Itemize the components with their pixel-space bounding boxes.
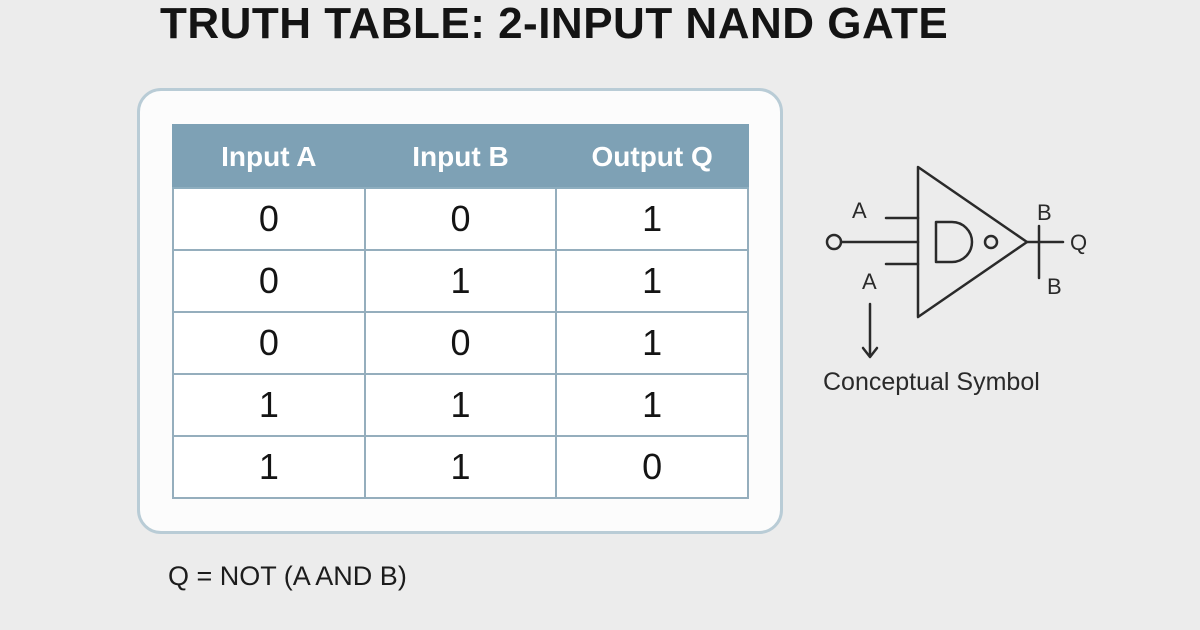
buffer-triangle-icon	[916, 165, 1029, 319]
table-row: 0 1 1	[172, 249, 749, 313]
truth-table: Input A Input B Output Q 0 0 1 0 1 1 0 0…	[172, 124, 749, 499]
label-q: Q	[1070, 230, 1087, 255]
cell-input-a: 0	[172, 187, 366, 251]
table-row: 0 0 1	[172, 187, 749, 251]
cell-input-b: 1	[363, 435, 558, 499]
cell-output-q: 1	[555, 187, 749, 251]
label-a-top: A	[852, 198, 867, 223]
cell-input-b: 0	[363, 311, 558, 375]
cell-input-a: 0	[172, 249, 366, 313]
cell-input-b: 0	[363, 187, 558, 251]
column-header-output-q: Output Q	[555, 124, 749, 189]
cell-output-q: 0	[555, 435, 749, 499]
input-terminal-icon	[825, 233, 843, 251]
and-gate-icon	[934, 220, 974, 264]
table-row: 1 1 1	[172, 373, 749, 437]
cell-input-a: 1	[172, 373, 366, 437]
down-arrow-icon	[861, 346, 879, 359]
label-b-bottom: B	[1047, 274, 1062, 299]
cell-output-q: 1	[555, 249, 749, 313]
cell-input-a: 1	[172, 435, 366, 499]
cell-input-b: 1	[363, 373, 558, 437]
boolean-expression: Q = NOT (A AND B)	[168, 561, 407, 591]
nand-gate-symbol: A A B B Q	[825, 165, 1087, 359]
label-b-top: B	[1037, 200, 1052, 225]
table-header-row: Input A Input B Output Q	[172, 124, 749, 189]
inversion-bubble-icon	[983, 234, 999, 250]
symbol-caption: Conceptual Symbol	[823, 368, 1040, 396]
cell-output-q: 1	[555, 373, 749, 437]
cell-input-b: 1	[363, 249, 558, 313]
column-header-input-a: Input A	[172, 124, 366, 189]
table-row: 1 1 0	[172, 435, 749, 499]
table-row: 0 0 1	[172, 311, 749, 375]
label-a-bottom: A	[862, 269, 877, 294]
cell-output-q: 1	[555, 311, 749, 375]
page-title: TRUTH TABLE: 2-INPUT NAND GATE	[160, 0, 949, 48]
column-header-input-b: Input B	[363, 124, 558, 189]
cell-input-a: 0	[172, 311, 366, 375]
